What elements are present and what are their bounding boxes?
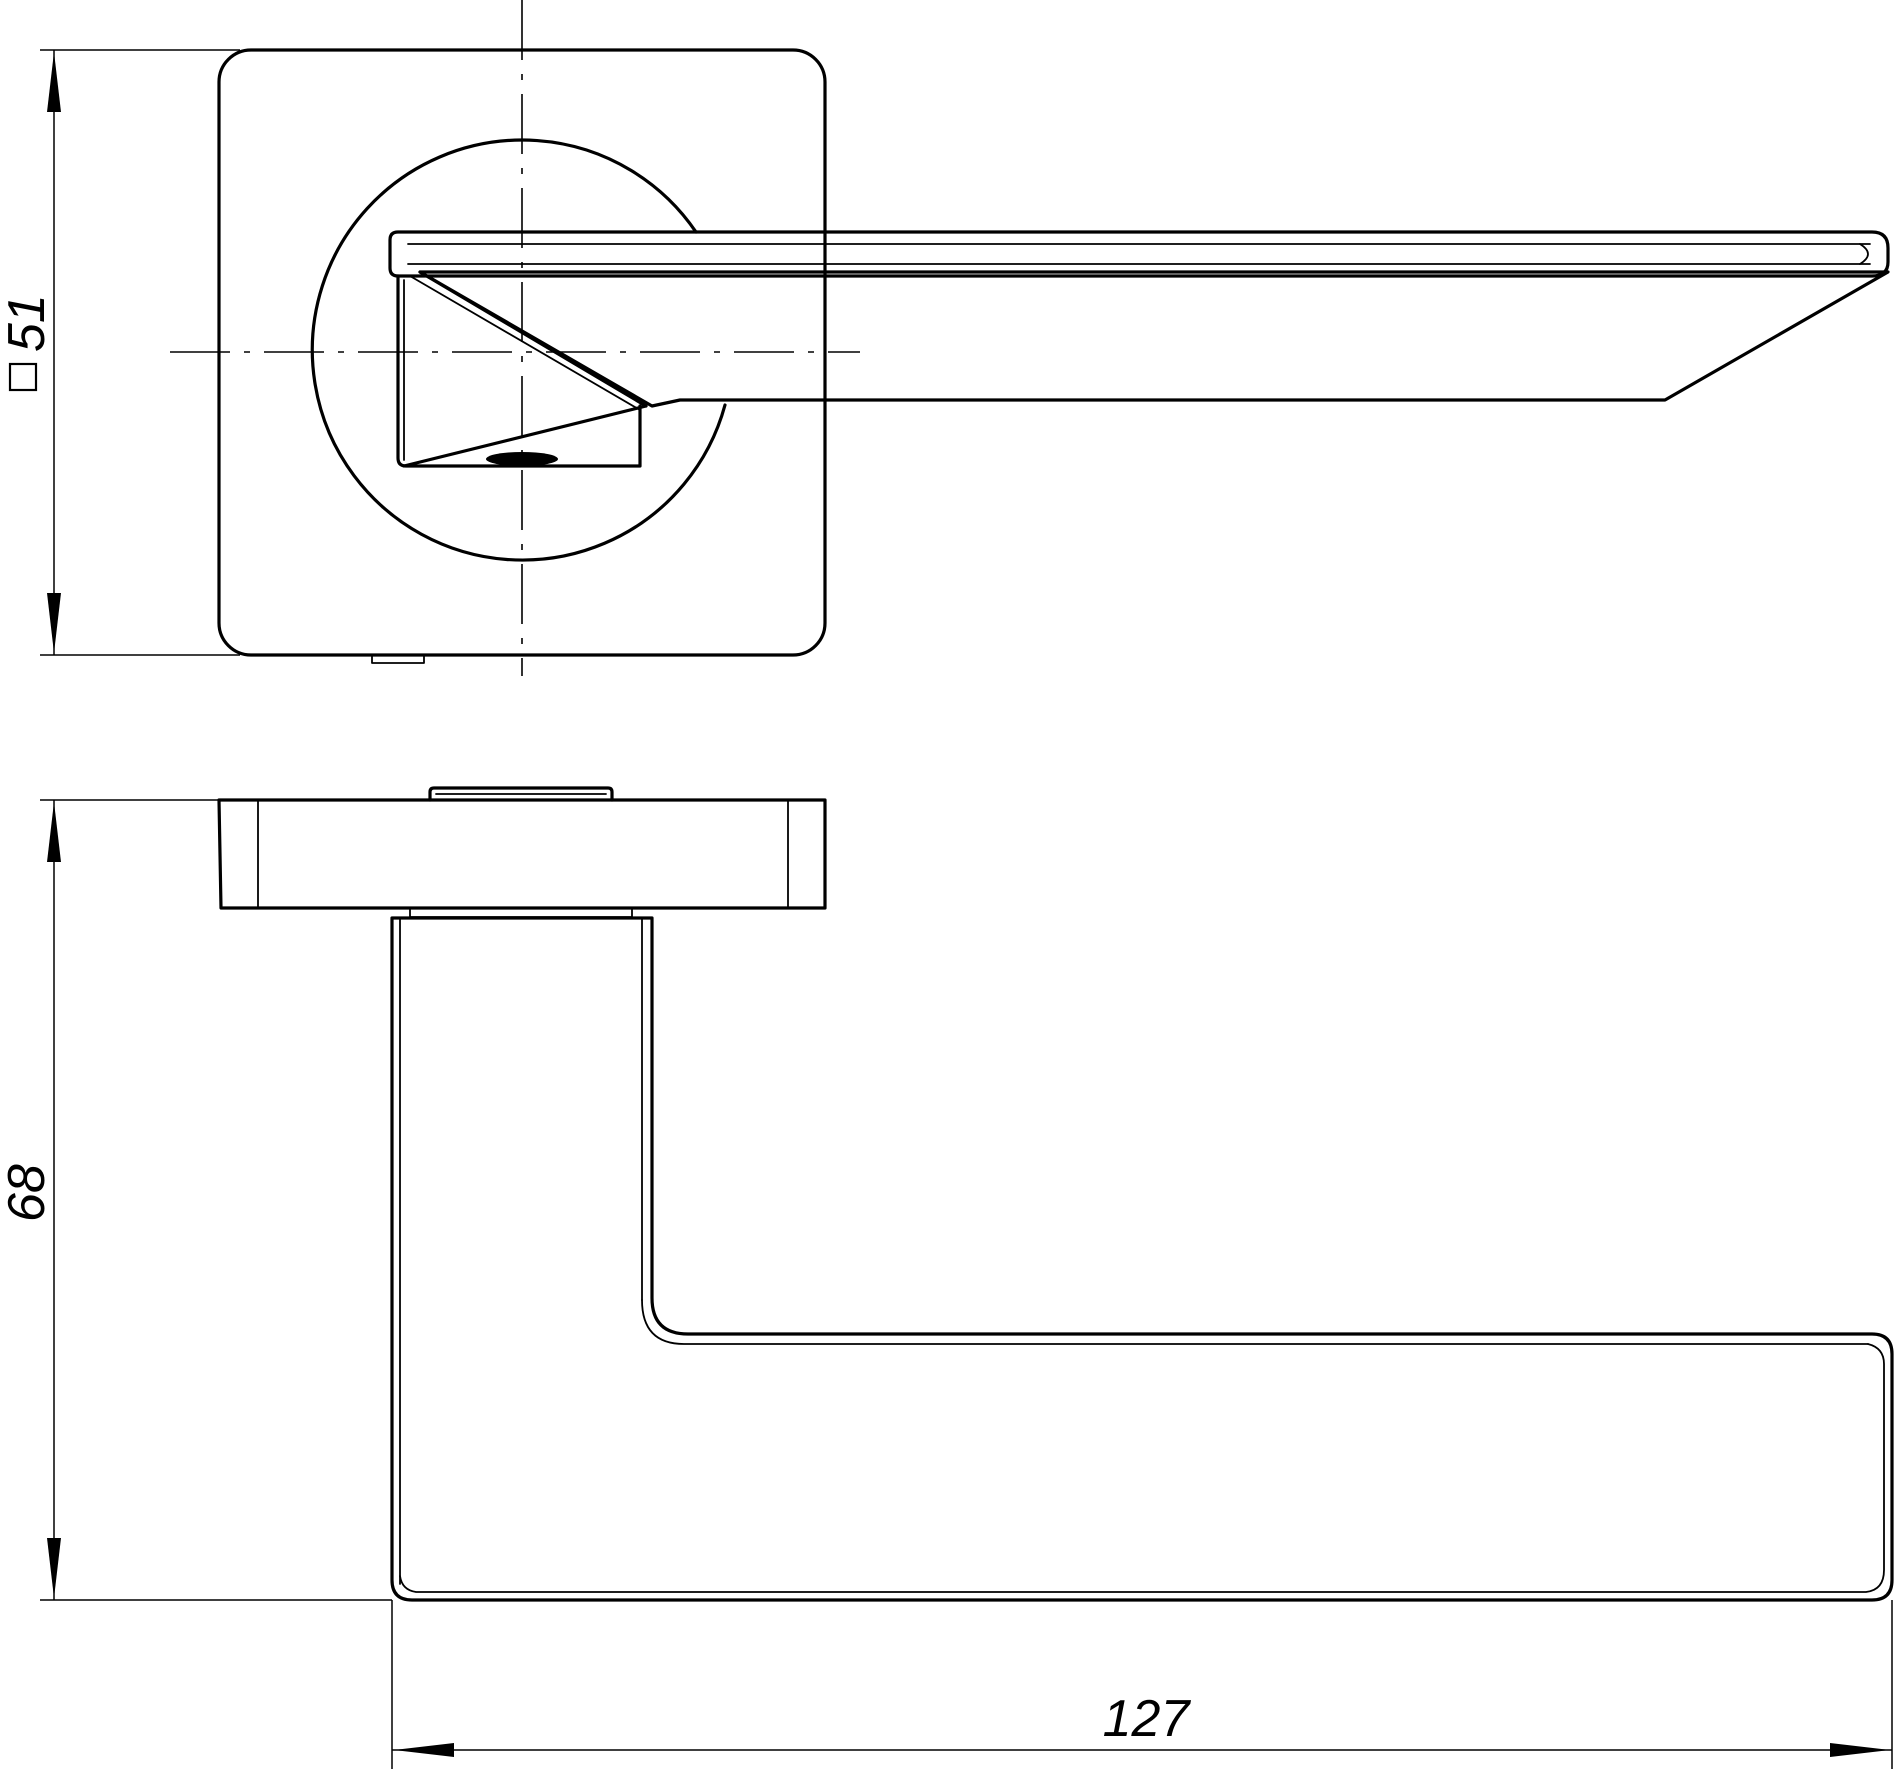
side-release-button [428, 786, 614, 802]
lever-neck-diagonal [402, 404, 648, 468]
side-lever-body [390, 916, 1894, 1602]
front-view: 51 [0, 0, 1890, 676]
dim-68-arrow-top [47, 802, 61, 862]
square-symbol [8, 362, 38, 392]
dim-51-arrow-top [47, 52, 61, 112]
lever-top-face [388, 230, 1890, 278]
round-rose-outline [310, 138, 727, 562]
side-view: 68 127 [0, 786, 1894, 1769]
lever-neck-ridge-inner [409, 275, 641, 411]
side-rose-profile [217, 798, 827, 910]
lever-neck-ridge [418, 270, 648, 408]
dim-68-value: 68 [0, 1164, 56, 1222]
lever-sloped-body [418, 270, 1890, 408]
side-lever-inner-corner [641, 1299, 1869, 1345]
release-slot [486, 452, 558, 466]
dim-127-arrow-left [394, 1743, 454, 1757]
side-lever-end-edge [399, 1343, 1885, 1593]
rose-bottom-notch [371, 654, 425, 664]
dim-51-arrow-bottom [47, 593, 61, 653]
lever-top-face-end [1859, 243, 1869, 265]
dim-51-value: 51 [0, 294, 56, 352]
dim-127-value: 127 [1103, 1690, 1192, 1748]
dim-127-arrow-right [1830, 1743, 1890, 1757]
dim-68-arrow-bottom [47, 1538, 61, 1598]
